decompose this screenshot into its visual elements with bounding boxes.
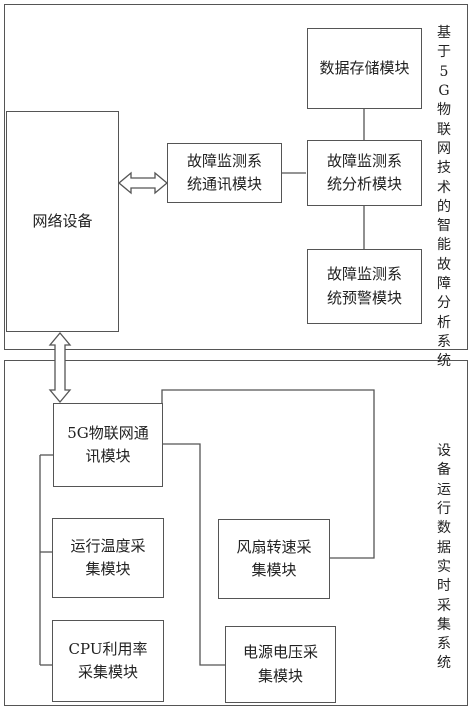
comm-module-box: 故障监测系统通讯模块 [167, 143, 282, 203]
warning-module-label: 故障监测系统预警模块 [326, 265, 402, 307]
storage-module-box: 数据存储模块 [307, 28, 422, 109]
network-device-label: 网络设备 [32, 211, 93, 230]
double-arrow-horizontal [117, 171, 169, 195]
warning-module-box: 故障监测系统预警模块 [307, 249, 422, 324]
analysis-module-label: 故障监测系统分析模块 [326, 151, 402, 193]
cpu-module-label: CPU利用率采集模块 [68, 639, 148, 681]
fan-module-box: 风扇转速采集模块 [218, 519, 330, 599]
temp-module-label: 运行温度采集模块 [70, 536, 146, 578]
top-system-label: 基于5G物联网技术的智能故障分析系统 [437, 25, 451, 370]
top-system-frame [4, 4, 468, 350]
cpu-module-box: CPU利用率采集模块 [52, 620, 164, 702]
bottom-system-frame [4, 360, 468, 706]
double-arrow-vertical [48, 331, 72, 404]
comm-module-label: 故障监测系统通讯模块 [186, 151, 262, 193]
voltage-module-box: 电源电压采集模块 [225, 626, 336, 703]
g5-voltage-line [162, 443, 225, 666]
bottom-system-label: 设备运行数据实时采集系统 [437, 443, 451, 672]
analysis-module-box: 故障监测系统分析模块 [307, 140, 422, 206]
g5-module-label: 5G物联网通讯模块 [67, 423, 149, 465]
g5-module-box: 5G物联网通讯模块 [53, 403, 163, 487]
voltage-module-label: 电源电压采集模块 [242, 643, 318, 685]
temp-module-box: 运行温度采集模块 [52, 518, 164, 598]
fan-module-label: 风扇转速采集模块 [236, 537, 312, 579]
storage-module-label: 数据存储模块 [319, 58, 410, 77]
g5-fan-line [161, 389, 375, 559]
network-device-box: 网络设备 [6, 111, 119, 332]
